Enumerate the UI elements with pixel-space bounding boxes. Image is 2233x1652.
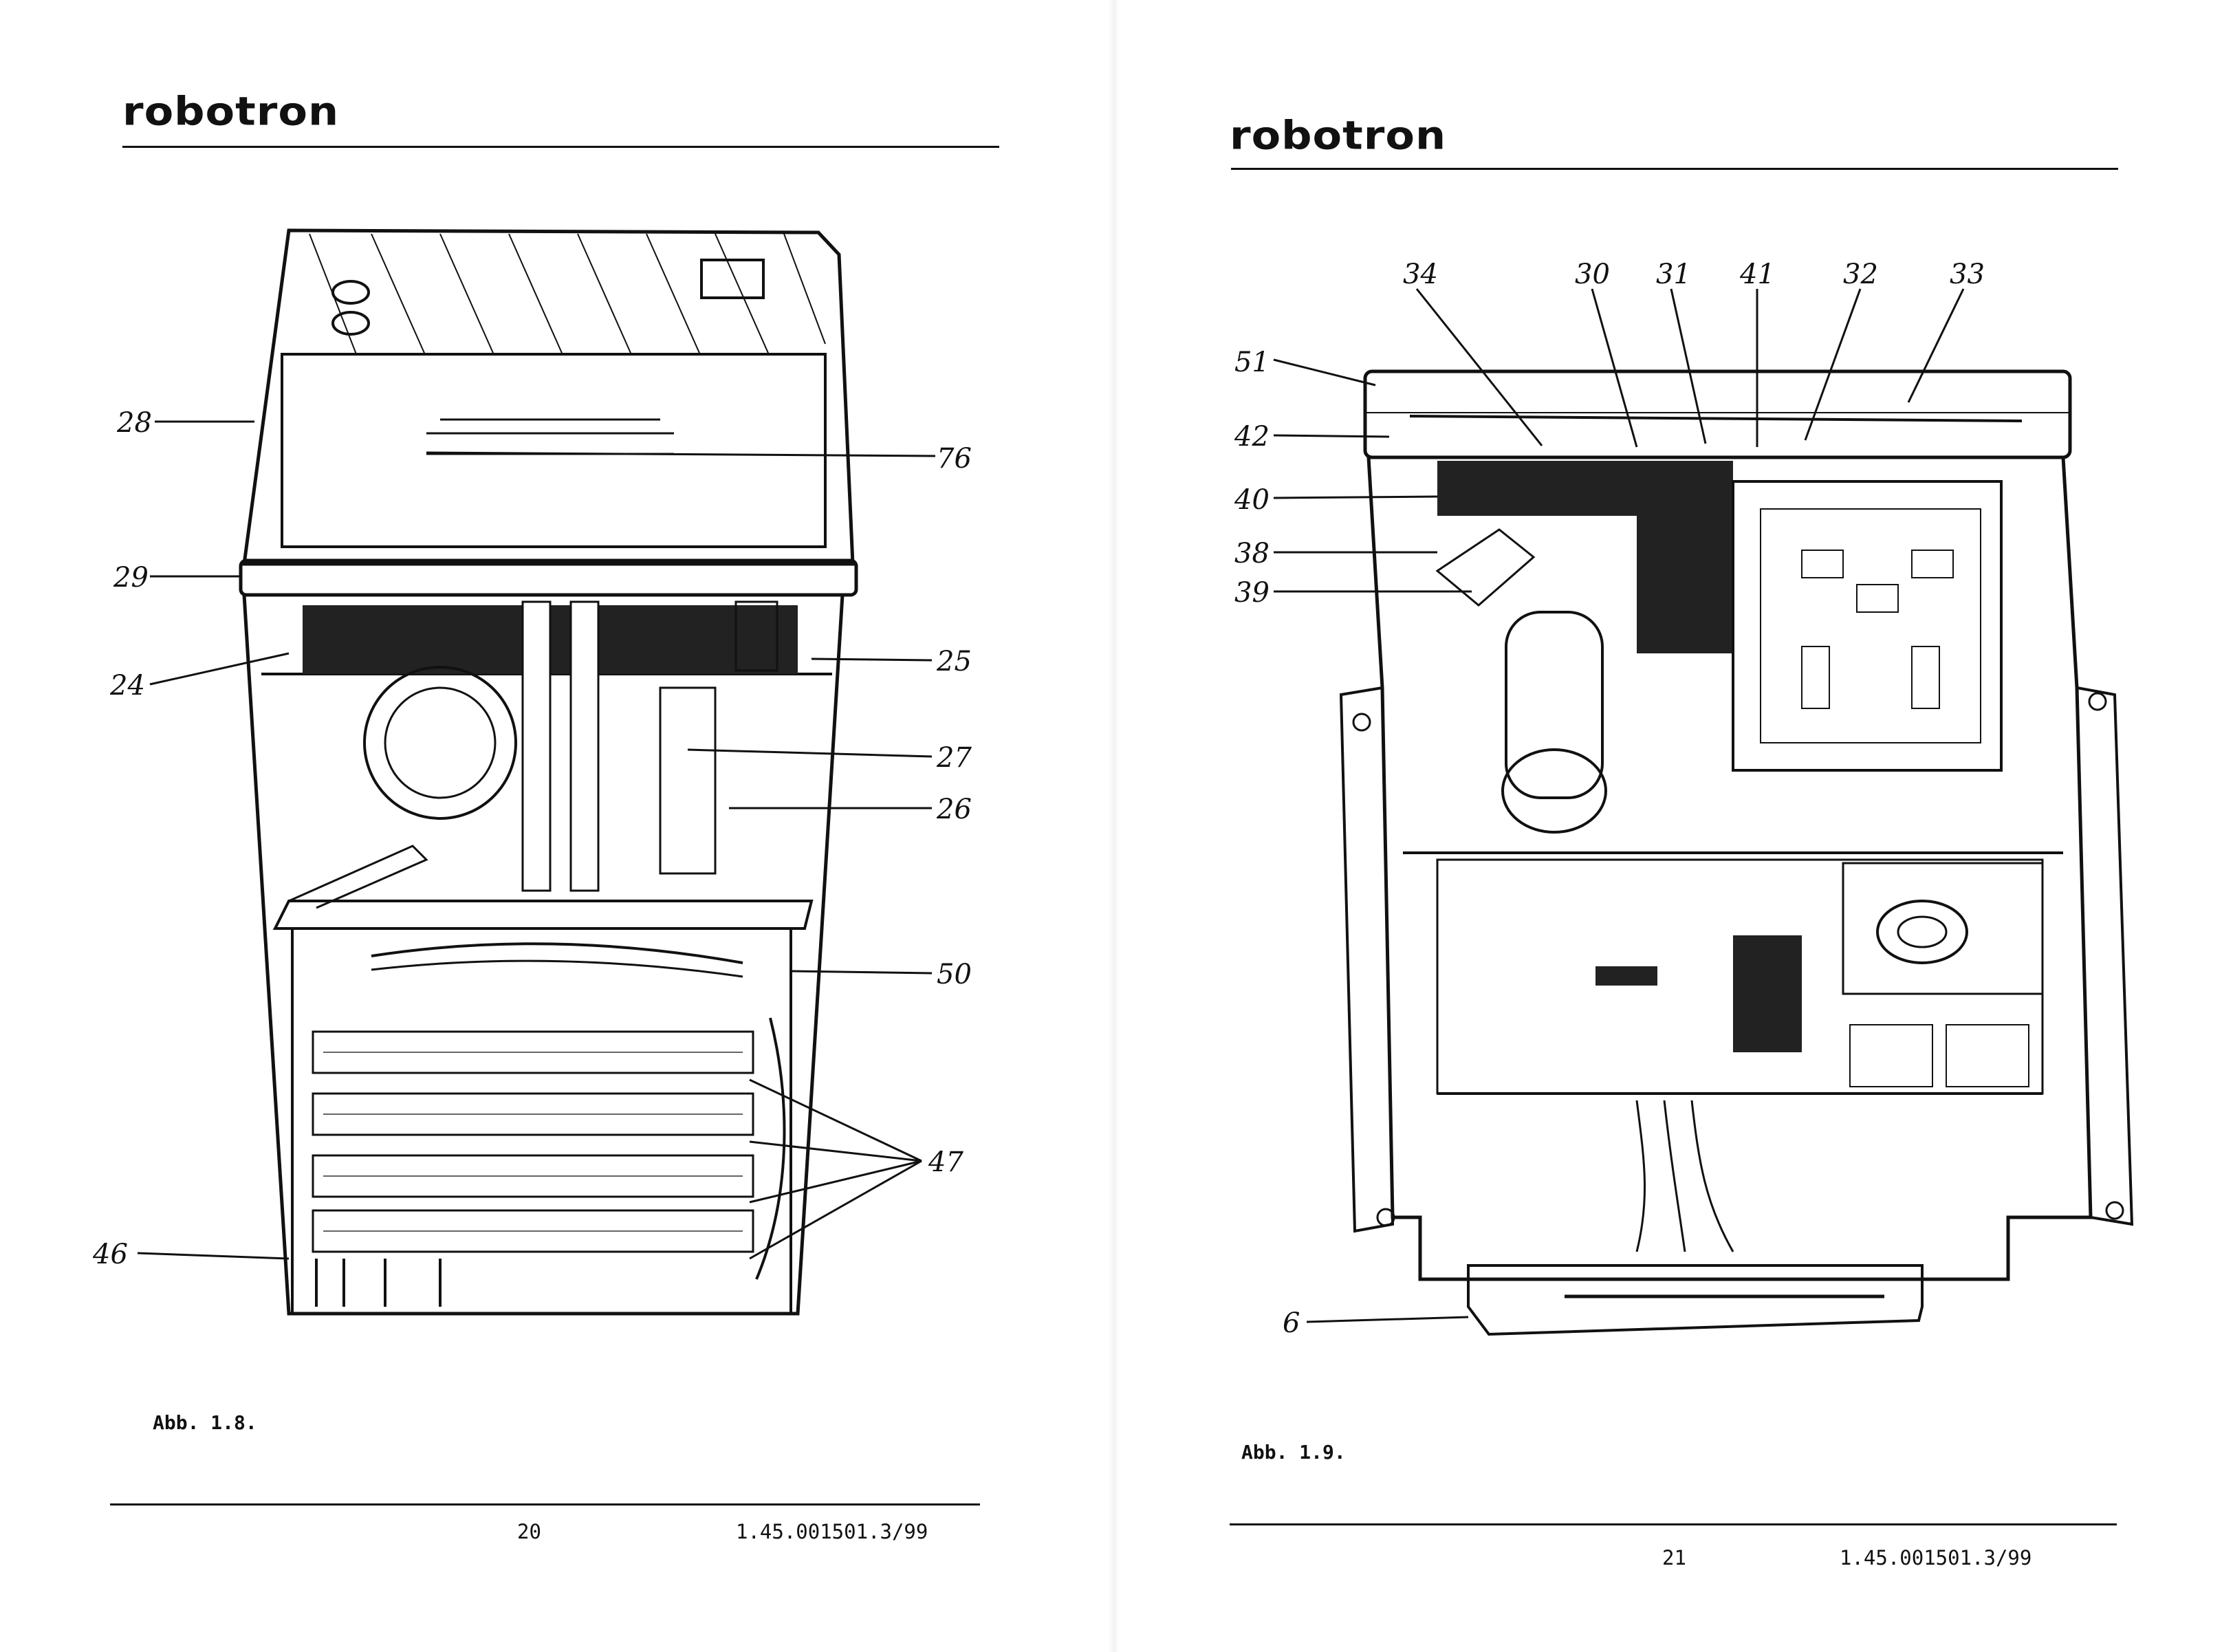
robotron-logo: robotron bbox=[122, 87, 340, 135]
callout-33: 33 bbox=[1950, 259, 1985, 290]
footer-rule bbox=[1230, 1523, 2117, 1525]
callout-24: 24 bbox=[109, 670, 145, 702]
callout-6: 6 bbox=[1283, 1307, 1300, 1339]
document-code: 1.45.001501.3/99 bbox=[736, 1520, 928, 1543]
callout-28: 28 bbox=[116, 407, 152, 439]
figure-caption: Abb. 1.8. bbox=[153, 1411, 257, 1434]
callout-25: 25 bbox=[936, 646, 972, 677]
document-code: 1.45.001501.3/99 bbox=[1840, 1546, 2032, 1569]
left-page: robotron bbox=[0, 0, 1114, 1652]
callout-30: 30 bbox=[1575, 259, 1610, 290]
callout-39: 39 bbox=[1234, 577, 1270, 609]
callout-32: 32 bbox=[1843, 259, 1878, 290]
right-page: robotron bbox=[1114, 0, 2233, 1652]
callout-41: 41 bbox=[1739, 259, 1775, 290]
header-rule bbox=[1231, 168, 2118, 170]
callout-51: 51 bbox=[1234, 347, 1270, 378]
page-number: 20 bbox=[517, 1520, 541, 1543]
callout-26: 26 bbox=[936, 794, 972, 825]
page-number: 21 bbox=[1662, 1546, 1686, 1569]
header-rule bbox=[122, 146, 999, 148]
book-spine bbox=[1109, 0, 1120, 1652]
callout-27: 27 bbox=[936, 742, 972, 774]
callout-38: 38 bbox=[1234, 538, 1270, 569]
robotron-logo: robotron bbox=[1230, 111, 1447, 159]
callout-42: 42 bbox=[1234, 421, 1270, 453]
callout-40: 40 bbox=[1234, 484, 1270, 516]
callout-34: 34 bbox=[1403, 259, 1438, 290]
callout-47: 47 bbox=[928, 1146, 963, 1178]
figure-1-9-drawing: 34 30 31 41 32 33 51 42 40 38 39 6 bbox=[1234, 259, 2134, 1339]
callout-31: 31 bbox=[1656, 259, 1691, 290]
footer-rule bbox=[110, 1503, 980, 1506]
callout-76: 76 bbox=[937, 443, 972, 475]
callout-29: 29 bbox=[113, 562, 149, 594]
callout-46: 46 bbox=[92, 1239, 128, 1270]
figure-1-8-drawing: 28 76 29 24 25 27 26 50 47 46 bbox=[92, 228, 972, 1316]
callout-50: 50 bbox=[937, 959, 972, 990]
figure-caption: Abb. 1.9. bbox=[1241, 1441, 1346, 1464]
